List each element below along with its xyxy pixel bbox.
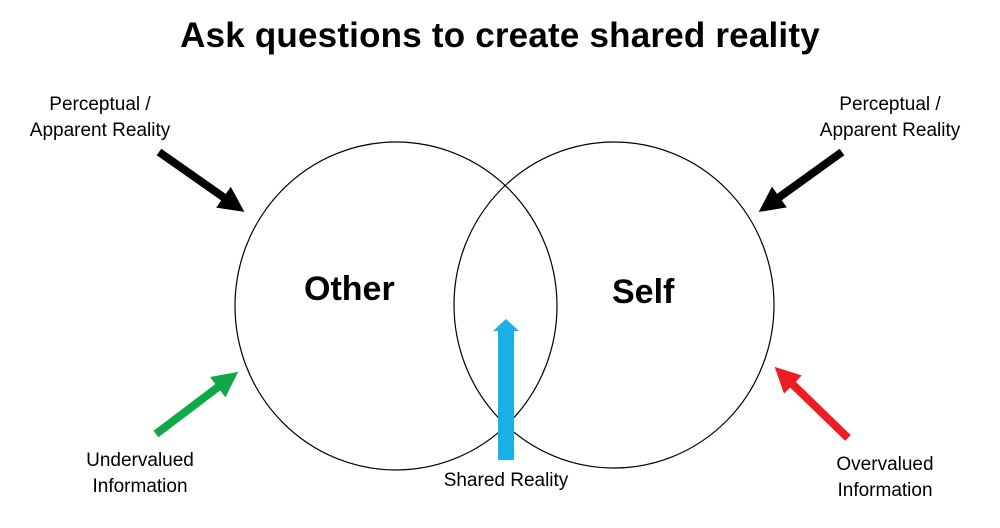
other-circle [234, 141, 558, 471]
perceptual-arrow-right [758, 148, 845, 212]
diagram-title: Ask questions to create shared reality [180, 16, 820, 55]
overvalued-label: Overvalued Information [836, 454, 934, 501]
overvalued-arrow [774, 366, 851, 441]
self-circle [453, 141, 775, 469]
undervalued-label: Undervalued Information [86, 450, 194, 497]
shared-reality-label: Shared Reality [443, 470, 569, 491]
other-label: Other [304, 270, 395, 308]
perceptual-label-left: Perceptual / Apparent Reality [29, 94, 171, 141]
perceptual-label-right: Perceptual / Apparent Reality [819, 94, 961, 141]
shared-reality-arrow [493, 319, 519, 460]
perceptual-arrow-left [156, 148, 245, 212]
undervalued-arrow [153, 371, 239, 438]
self-label: Self [612, 273, 675, 311]
